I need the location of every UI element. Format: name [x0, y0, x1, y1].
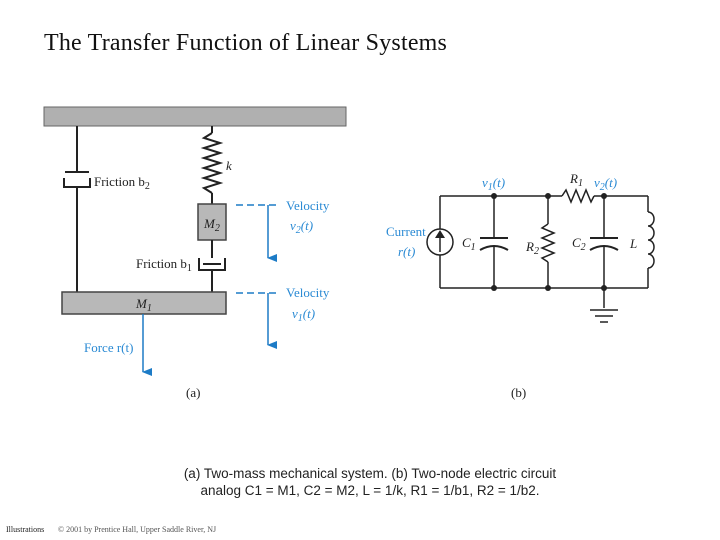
mass-m2 [197, 203, 227, 241]
current-symbol: r(t) [398, 244, 415, 259]
node-dot [491, 193, 497, 199]
r2-label: R2 [525, 239, 539, 257]
spring-k [200, 132, 224, 194]
friction-b2-label: Friction b2 [94, 174, 150, 192]
electric-circuit: v1(t) R1 v2(t) Current r(t) C1 R2 C2 L (… [386, 171, 655, 400]
current-label: Current [386, 224, 426, 239]
node-v2-label: v2(t) [594, 175, 617, 193]
mass-m2-label: M2 [203, 216, 220, 234]
node-dot [491, 285, 497, 291]
caption-line-1: (a) Two-mass mechanical system. (b) Two-… [183, 466, 557, 481]
mass-m1-label: M1 [135, 296, 152, 314]
node-v1-label: v1(t) [482, 175, 505, 193]
footer-illustrations: Illustrations [6, 525, 45, 534]
c2-label: C2 [572, 235, 586, 253]
mass-m1 [61, 291, 227, 315]
ceiling-support [43, 106, 347, 127]
r1-label: R1 [569, 171, 583, 189]
friction-b1-label: Friction b1 [136, 256, 192, 274]
force-label: Force r(t) [84, 340, 133, 355]
node-dot [545, 193, 551, 199]
figure-caption: (a) Two-mass mechanical system. (b) Two-… [150, 465, 590, 499]
panel-b-label: (b) [511, 385, 526, 400]
node-dot [545, 285, 551, 291]
slide-title: The Transfer Function of Linear Systems [44, 30, 448, 56]
resistor-r2 [540, 223, 556, 263]
resistor-r1 [561, 188, 595, 204]
velocity-v2-symbol: v2(t) [290, 218, 313, 236]
spring-k-label: k [226, 158, 232, 173]
caption-line-2: analog C1 = M1, C2 = M2, L = 1/k, R1 = 1… [200, 483, 540, 498]
panel-a-label: (a) [186, 385, 200, 400]
inductor-l [647, 211, 655, 269]
velocity-v1-label: Velocity [286, 285, 330, 300]
mechanical-system: Friction b2 k M2 Friction b1 Velocity v2… [43, 106, 347, 400]
footer-copyright: © 2001 by Prentice Hall, Upper Saddle Ri… [58, 525, 217, 534]
l-label: L [629, 236, 637, 251]
velocity-v1-symbol: v1(t) [292, 306, 315, 324]
node-dot [601, 193, 607, 199]
c1-label: C1 [462, 235, 476, 253]
velocity-v2-label: Velocity [286, 198, 330, 213]
